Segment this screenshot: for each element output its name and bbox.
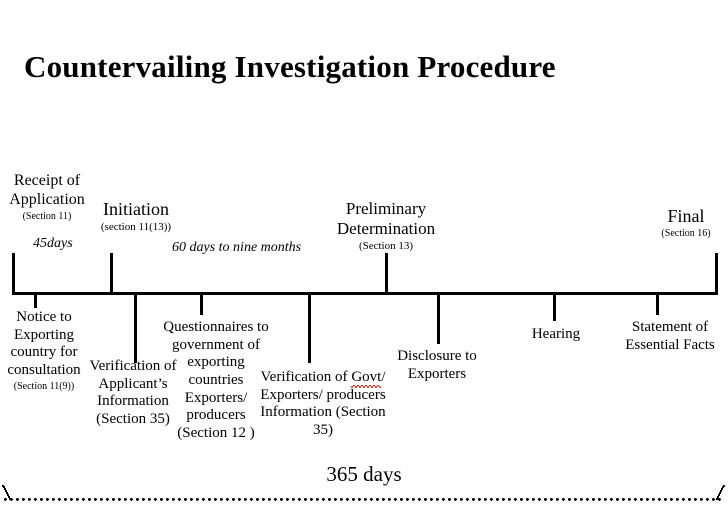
milestone-label-final: Final (Section 16)	[646, 206, 726, 241]
milestone-label-verification-of-govt-exporters-producers: Verification of Govt/ Exporters/ produce…	[252, 369, 394, 440]
milestone-section: (section 11(13))	[100, 221, 172, 234]
milestone-text: Disclosure to Exporters	[397, 348, 477, 382]
total-duration-label: 365 days	[326, 462, 402, 486]
tick-up-receipt-of-application	[12, 253, 15, 293]
milestone-section: (Section 13)	[358, 240, 414, 253]
milestone-text: Statement of Essential Facts	[625, 319, 715, 353]
milestone-label-notice-to-exporting-country: Notice to Exporting country for consulta…	[0, 309, 92, 394]
milestone-label-receipt-of-application: Receipt of Application (Section 11)	[2, 172, 92, 224]
tick-down-questionnaires-to-government	[200, 294, 203, 315]
duration-label-60-days-to-nine-months: 60 days to nine months	[172, 240, 302, 255]
tick-down-notice-to-exporting-country	[34, 294, 37, 308]
timeline-axis	[12, 292, 718, 295]
tick-up-preliminary-determination	[385, 253, 388, 293]
milestone-section: (Section 11)	[22, 210, 72, 222]
milestone-label-verification-of-applicants-information: Verification of Applicant’s Information …	[86, 358, 180, 429]
page-title: Countervailing Investigation Procedure	[24, 49, 556, 84]
tick-up-initiation	[110, 253, 113, 293]
tick-down-disclosure-to-exporters	[437, 294, 440, 344]
milestone-text: Questionnaires to government of exportin…	[163, 319, 269, 442]
milestone-text: Notice to Exporting country for consulta…	[7, 309, 81, 379]
misspelled-word-govt: Govt	[351, 369, 382, 388]
milestone-label-disclosure-to-exporters: Disclosure to Exporters	[388, 348, 486, 383]
milestone-label-initiation: Initiation (section 11(13))	[76, 199, 196, 236]
milestone-label-questionnaires-to-government: Questionnaires to government of exportin…	[161, 319, 271, 443]
milestone-label-preliminary-determination: Preliminary Determination (Section 13)	[318, 199, 454, 254]
milestone-text: Receipt of Application	[9, 172, 85, 208]
milestone-text: Verification of Applicant’s Information …	[89, 358, 177, 428]
total-span-bracket	[4, 498, 724, 501]
milestone-text: Final	[667, 206, 705, 226]
milestone-text: Initiation	[103, 199, 169, 219]
milestone-label-statement-of-essential-facts: Statement of Essential Facts	[625, 319, 715, 354]
milestone-label-hearing: Hearing	[521, 326, 591, 344]
tick-up-final	[715, 253, 718, 293]
milestone-text-pre: Verification of	[260, 369, 352, 385]
milestone-section: (Section 11(9))	[13, 380, 75, 392]
milestone-section: (Section 16)	[661, 228, 711, 240]
tick-down-statement-of-essential-facts	[656, 294, 659, 315]
milestone-text: Preliminary Determination	[336, 199, 436, 239]
duration-label-45-days: 45days	[33, 236, 73, 251]
span-bracket-right-end	[716, 485, 726, 500]
tick-down-verification-of-govt-exporters-producers	[308, 294, 311, 363]
tick-down-hearing	[553, 294, 556, 321]
tick-down-verification-of-applicants-information	[134, 294, 137, 363]
span-bracket-left-end	[0, 485, 11, 500]
milestone-text: Hearing	[531, 326, 581, 342]
milestone-text-post: / Exporters/ producers Information (Sect…	[260, 369, 386, 439]
